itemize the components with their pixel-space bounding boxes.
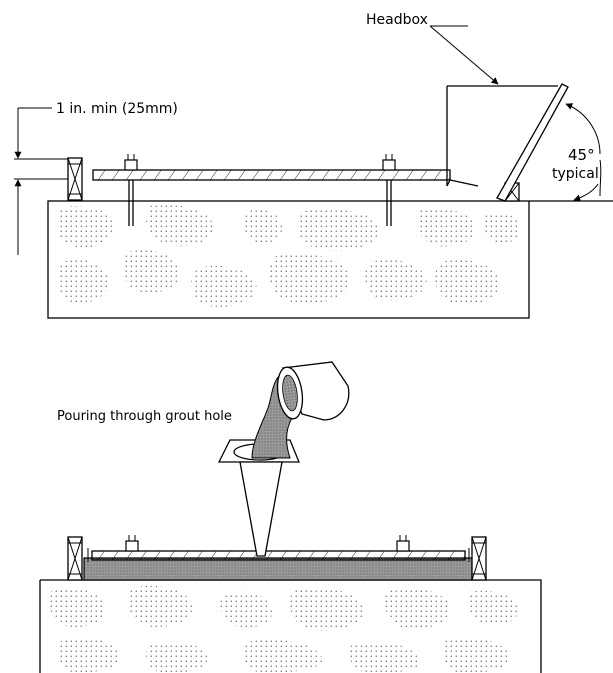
pouring-label: Pouring through grout hole xyxy=(57,409,232,424)
grout-layer xyxy=(83,557,473,581)
foundation-bottom xyxy=(39,579,542,673)
clearance-dimension: 1 in. min (25mm) xyxy=(14,101,178,255)
foundation-top xyxy=(47,200,530,319)
angle-note-label: typical xyxy=(552,166,599,182)
bottom-diagram: Pouring through grout hole xyxy=(39,361,542,673)
angle-indicator: 45° typical xyxy=(552,103,602,202)
anchor-bolt-icon xyxy=(382,154,396,226)
clearance-label: 1 in. min (25mm) xyxy=(56,101,178,117)
base-plate-top xyxy=(92,169,451,181)
angle-value-label: 45° xyxy=(568,146,595,164)
form-block-icon xyxy=(471,536,487,581)
bucket-icon xyxy=(276,361,350,421)
headbox xyxy=(446,83,569,202)
top-diagram: Headbox 1 in. min (25mm) 45° typical xyxy=(14,12,613,319)
base-plate-bottom xyxy=(87,548,470,562)
headbox-label: Headbox xyxy=(366,12,428,28)
anchor-bolt-icon xyxy=(125,535,139,552)
form-block-icon xyxy=(67,536,83,581)
anchor-bolt-icon xyxy=(124,154,138,226)
headbox-leader: Headbox xyxy=(366,12,499,85)
form-block-icon xyxy=(67,157,83,201)
anchor-bolt-icon xyxy=(396,535,410,552)
